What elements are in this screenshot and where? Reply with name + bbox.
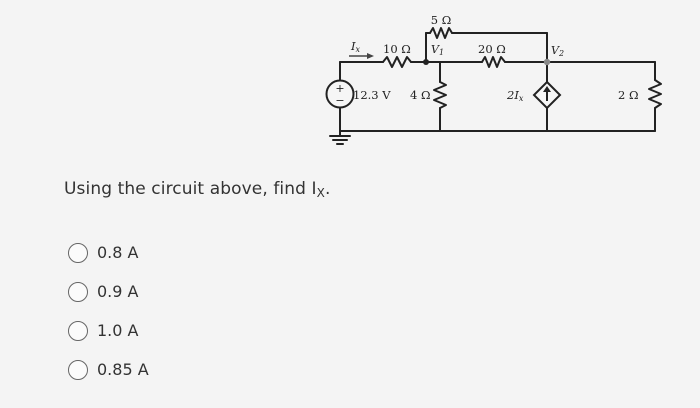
ix-arrow-icon: [349, 53, 374, 59]
resistor-4-label: 4 Ω: [410, 88, 431, 102]
ix-label: Ix: [350, 39, 361, 54]
option-0-8a[interactable]: 0.8 A: [68, 233, 308, 272]
radio-button[interactable]: [68, 359, 88, 380]
option-label: 1.0 A: [97, 321, 139, 340]
source-minus-label: −: [335, 94, 344, 107]
dependent-source-label: 2Ix: [506, 88, 524, 103]
option-label: 0.85 A: [97, 360, 149, 379]
question-subscript: X: [316, 186, 325, 200]
source-plus-label: +: [335, 82, 344, 95]
option-0-9a[interactable]: 0.9 A: [68, 272, 308, 311]
resistor-5-label: 5 Ω: [431, 13, 452, 27]
v1-label: V1: [431, 43, 444, 57]
dependent-current-source: [532, 80, 562, 110]
option-0-85a[interactable]: 0.85 A: [68, 350, 308, 389]
radio-button[interactable]: [68, 281, 88, 302]
question-text: Using the circuit above, find IX.: [64, 179, 330, 200]
voltage-source: [325, 79, 355, 109]
resistor-10-label: 10 Ω: [383, 42, 411, 56]
question-end: .: [324, 179, 331, 199]
option-label: 0.8 A: [97, 243, 139, 262]
radio-button[interactable]: [68, 242, 88, 263]
question-main: Using the circuit above, find I: [64, 179, 317, 199]
resistor-20-label: 20 Ω: [478, 42, 506, 56]
node-v2-dot: [543, 58, 551, 66]
source-voltage-label: 12.3 V: [353, 88, 391, 102]
radio-button[interactable]: [68, 320, 88, 341]
option-label: 0.9 A: [97, 282, 139, 301]
answer-options: 0.8 A 0.9 A 1.0 A 0.85 A: [68, 233, 308, 389]
resistor-2-label: 2 Ω: [618, 88, 639, 102]
option-1-0a[interactable]: 1.0 A: [68, 311, 308, 350]
v2-label: V2: [551, 44, 564, 58]
node-v1-dot: [423, 59, 429, 65]
